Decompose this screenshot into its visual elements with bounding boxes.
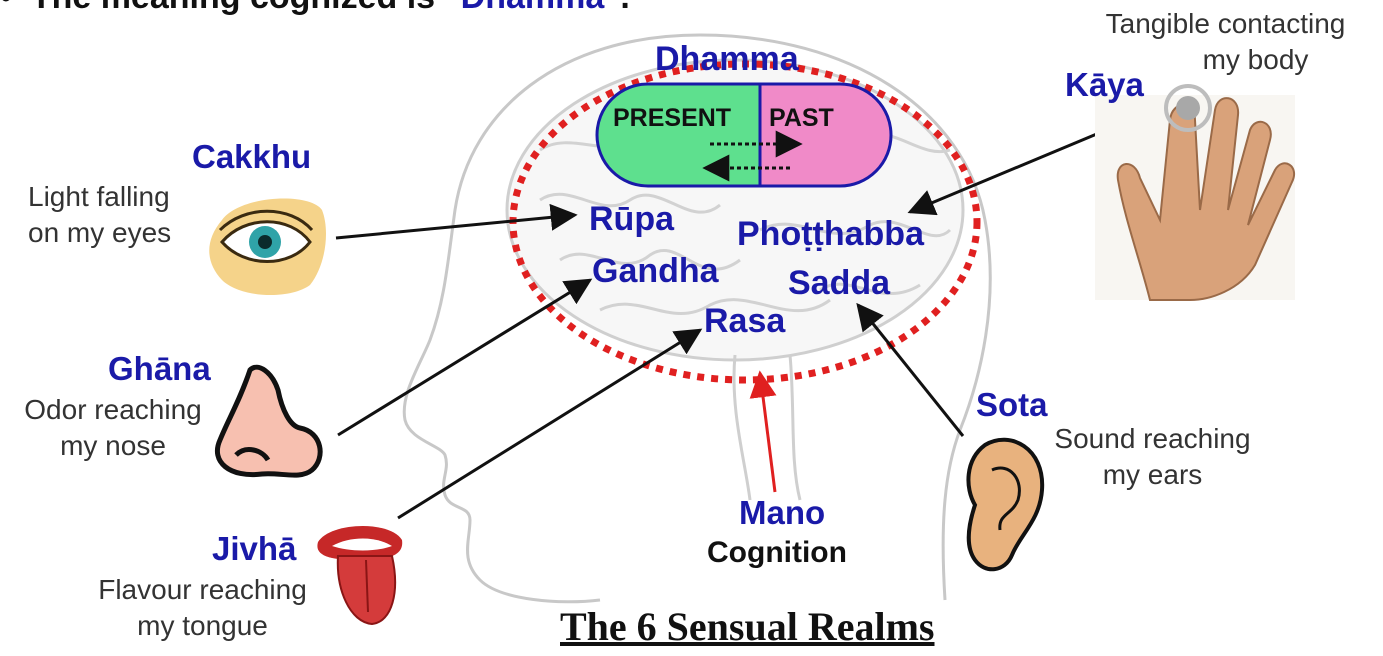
time-capsule	[597, 84, 891, 186]
past-label: PAST	[769, 104, 834, 133]
sense-name-sota: Sota	[976, 386, 1048, 424]
present-label: PRESENT	[613, 104, 731, 133]
sense-desc-kaya: Tangible contacting my body	[1083, 6, 1368, 78]
arrow-tongue-to-rasa	[398, 330, 700, 518]
object-rupa: Rūpa	[589, 200, 674, 239]
diagram-title: The 6 Sensual Realms	[560, 603, 935, 650]
bullet: •	[0, 0, 12, 16]
ear-icon	[968, 440, 1042, 569]
sense-desc-cakkhu-line2: on my eyes	[28, 215, 171, 251]
sense-desc-jivha-line1: Flavour reaching	[80, 572, 325, 608]
sense-desc-ghana-line2: my nose	[8, 428, 218, 464]
sense-name-jivha: Jivhā	[212, 530, 296, 568]
object-gandha: Gandha	[592, 252, 719, 291]
hand-icon	[1095, 86, 1295, 300]
sense-name-ghana: Ghāna	[108, 350, 211, 388]
object-sadda: Sadda	[788, 264, 890, 303]
sense-name-cakkhu: Cakkhu	[192, 138, 311, 176]
sense-desc-sota-line2: my ears	[1040, 457, 1265, 493]
sense-name-mano: Mano	[739, 494, 825, 532]
sense-desc-jivha-line2: my tongue	[80, 608, 325, 644]
eye-icon	[209, 199, 326, 296]
header-line: • The meaning cognized is "Dhamma".	[0, 0, 630, 17]
arrow-ear-to-sadda	[858, 305, 963, 436]
sense-desc-ghana: Odor reaching my nose	[8, 392, 218, 464]
sense-desc-kaya-line1: Tangible contacting	[1083, 6, 1368, 42]
sense-desc-cakkhu: Light falling on my eyes	[28, 179, 171, 251]
sense-desc-jivha: Flavour reaching my tongue	[80, 572, 325, 644]
sense-desc-sota: Sound reaching my ears	[1040, 421, 1265, 493]
sense-desc-mano: Cognition	[707, 536, 847, 570]
dhamma-label: Dhamma	[655, 40, 799, 79]
tongue-icon	[317, 526, 402, 624]
nose-icon	[217, 367, 320, 475]
sense-desc-ghana-line1: Odor reaching	[8, 392, 218, 428]
sense-desc-sota-line1: Sound reaching	[1040, 421, 1265, 457]
sense-desc-cakkhu-line1: Light falling	[28, 179, 171, 215]
object-rasa: Rasa	[704, 302, 785, 341]
header-highlight: Dhamma	[461, 0, 605, 16]
header-suffix: ".	[604, 0, 630, 16]
arrow-nose-to-gandha	[338, 280, 590, 435]
object-photthabba: Phoṭṭhabba	[737, 215, 924, 254]
sense-desc-kaya-line2: my body	[1083, 42, 1368, 78]
header-text: The meaning cognized is "	[31, 0, 461, 16]
arrow-mano-up	[760, 373, 775, 492]
